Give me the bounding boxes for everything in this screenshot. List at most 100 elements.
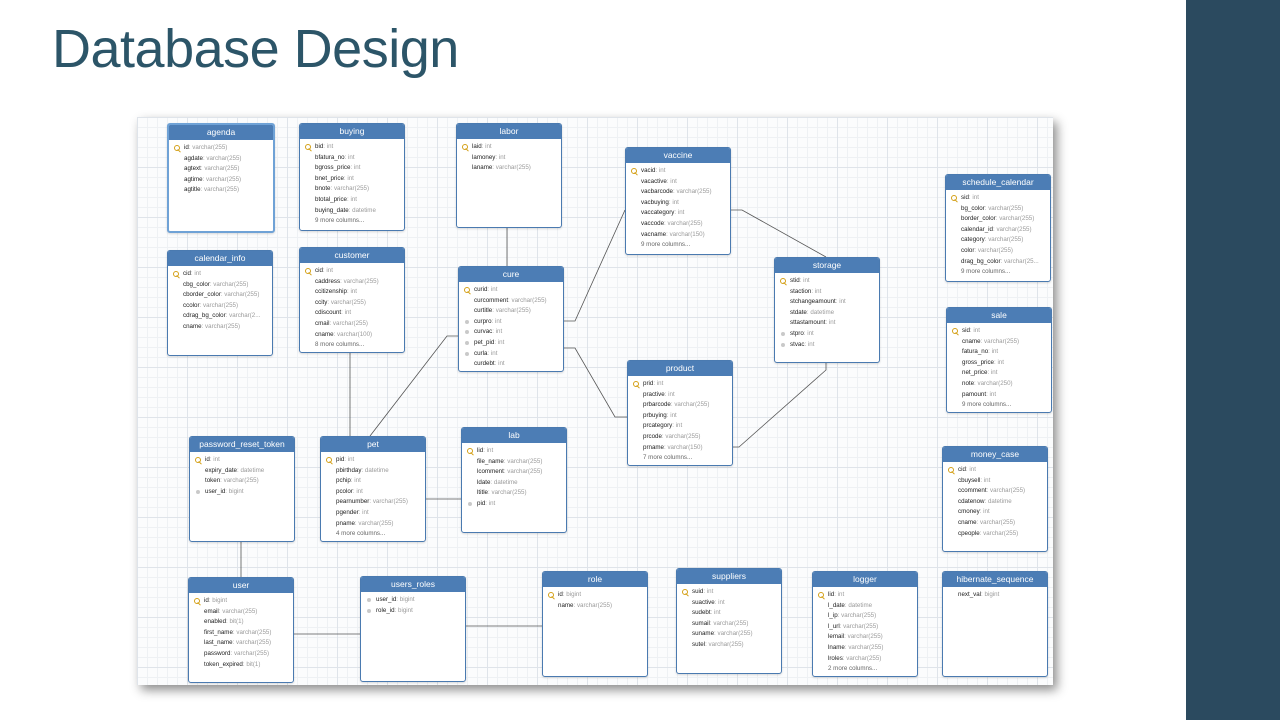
table-header[interactable]: password_reset_token bbox=[190, 437, 294, 452]
column-row[interactable]: gross_price: int bbox=[962, 358, 1004, 366]
column-row[interactable]: agtext: varchar(255) bbox=[184, 165, 240, 173]
column-row[interactable]: pname: varchar(255) bbox=[336, 519, 394, 527]
column-row[interactable]: cbg_color: varchar(255) bbox=[183, 280, 249, 288]
column-row[interactable]: stpro: int bbox=[780, 329, 879, 340]
column-row[interactable]: cid: int bbox=[305, 266, 404, 277]
column-row[interactable]: sudebt: int bbox=[692, 609, 721, 617]
column-row[interactable]: vacbarcode: varchar(255) bbox=[641, 188, 712, 196]
column-row[interactable]: token: varchar(255) bbox=[205, 477, 259, 485]
table-header[interactable]: money_case bbox=[943, 447, 1047, 462]
more-columns-link[interactable]: 7 more columns... bbox=[633, 453, 732, 464]
column-row[interactable]: curtitle: varchar(255) bbox=[474, 307, 531, 315]
column-row[interactable]: color: varchar(255) bbox=[961, 246, 1013, 254]
column-row[interactable]: name: varchar(255) bbox=[558, 601, 613, 609]
column-row[interactable]: bnet_price: int bbox=[315, 174, 354, 182]
column-row[interactable]: suactive: int bbox=[692, 598, 725, 606]
column-row[interactable]: l_url: varchar(255) bbox=[828, 622, 879, 630]
table-header[interactable]: labor bbox=[457, 124, 561, 139]
column-row[interactable]: ccitizenship: int bbox=[315, 288, 357, 296]
column-row[interactable]: practive: int bbox=[643, 390, 675, 398]
column-row[interactable]: role_id: bigint bbox=[366, 606, 465, 617]
column-row[interactable]: sid: int bbox=[951, 193, 1050, 204]
column-row[interactable]: user_id: bigint bbox=[366, 595, 465, 606]
column-row[interactable]: pet_pid: int bbox=[464, 338, 563, 349]
column-row[interactable]: prcategory: int bbox=[643, 422, 683, 430]
column-row[interactable]: bgross_price: int bbox=[315, 164, 361, 172]
column-row[interactable]: curcomment: varchar(255) bbox=[474, 296, 547, 304]
table-header[interactable]: calendar_info bbox=[168, 251, 272, 266]
column-row[interactable]: fatura_no: int bbox=[962, 348, 999, 356]
table-header[interactable]: schedule_calendar bbox=[946, 175, 1050, 190]
column-row[interactable]: vaccategory: int bbox=[641, 209, 685, 217]
column-row[interactable]: email: varchar(255) bbox=[204, 607, 258, 615]
table-header[interactable]: sale bbox=[947, 308, 1051, 323]
more-columns-link[interactable]: 9 more columns... bbox=[952, 400, 1051, 411]
column-row[interactable]: cdrag_bg_color: varchar(2... bbox=[183, 312, 261, 320]
column-row[interactable]: ccolor: varchar(255) bbox=[183, 301, 239, 309]
table-header[interactable]: lab bbox=[462, 428, 566, 443]
column-row[interactable]: sumail: varchar(255) bbox=[692, 619, 749, 627]
column-row[interactable]: pid: int bbox=[326, 455, 425, 466]
column-row[interactable]: curdebt: int bbox=[474, 360, 505, 368]
column-row[interactable]: border_color: varchar(255) bbox=[961, 215, 1035, 223]
column-row[interactable]: curla: int bbox=[464, 349, 563, 360]
table-header[interactable]: agenda bbox=[169, 125, 273, 140]
table-header[interactable]: product bbox=[628, 361, 732, 376]
column-row[interactable]: cname: varchar(255) bbox=[962, 337, 1020, 345]
column-row[interactable]: last_name: varchar(255) bbox=[204, 639, 272, 647]
column-row[interactable]: token_expired: bit(1) bbox=[204, 660, 261, 668]
column-row[interactable]: pid: int bbox=[467, 499, 566, 510]
column-row[interactable]: bid: int bbox=[305, 142, 404, 153]
column-row[interactable]: drag_bg_color: varchar(25... bbox=[961, 257, 1039, 265]
column-row[interactable]: bg_color: varchar(255) bbox=[961, 204, 1024, 212]
column-row[interactable]: curpro: int bbox=[464, 317, 563, 328]
column-row[interactable]: pchip: int bbox=[336, 477, 361, 485]
column-row[interactable]: cid: int bbox=[173, 269, 272, 280]
column-row[interactable]: cdatenow: datetime bbox=[958, 497, 1012, 505]
column-row[interactable]: file_name: varchar(255) bbox=[477, 457, 543, 465]
column-row[interactable]: id: bigint bbox=[194, 596, 293, 607]
column-row[interactable]: lamoney: int bbox=[472, 153, 506, 161]
table-header[interactable]: suppliers bbox=[677, 569, 781, 584]
column-row[interactable]: expiry_date: datetime bbox=[205, 466, 265, 474]
column-row[interactable]: sttastamount: int bbox=[790, 319, 836, 327]
table-header[interactable]: storage bbox=[775, 258, 879, 273]
column-row[interactable]: cname: varchar(255) bbox=[183, 322, 241, 330]
table-header[interactable]: logger bbox=[813, 572, 917, 587]
column-row[interactable]: ccity: varchar(255) bbox=[315, 298, 366, 306]
column-row[interactable]: bfatura_no: int bbox=[315, 153, 355, 161]
column-row[interactable]: curvac: int bbox=[464, 327, 563, 338]
column-row[interactable]: id: varchar(255) bbox=[174, 143, 273, 154]
column-row[interactable]: vacactive: int bbox=[641, 177, 677, 185]
column-row[interactable]: ccomment: varchar(255) bbox=[958, 487, 1026, 495]
table-header[interactable]: role bbox=[543, 572, 647, 587]
column-row[interactable]: cmail: varchar(255) bbox=[315, 319, 368, 327]
column-row[interactable]: vaccode: varchar(255) bbox=[641, 219, 703, 227]
column-row[interactable]: laname: varchar(255) bbox=[472, 164, 531, 172]
table-header[interactable]: buying bbox=[300, 124, 404, 139]
column-row[interactable]: cmoney: int bbox=[958, 508, 990, 516]
column-row[interactable]: cname: varchar(255) bbox=[958, 518, 1016, 526]
column-row[interactable]: enabled: bit(1) bbox=[204, 618, 244, 626]
column-row[interactable]: caddress: varchar(255) bbox=[315, 277, 379, 285]
column-row[interactable]: net_price: int bbox=[962, 369, 998, 377]
column-row[interactable]: pgender: int bbox=[336, 508, 369, 516]
column-row[interactable]: stvac: int bbox=[780, 340, 879, 351]
column-row[interactable]: lname: varchar(255) bbox=[828, 643, 884, 651]
